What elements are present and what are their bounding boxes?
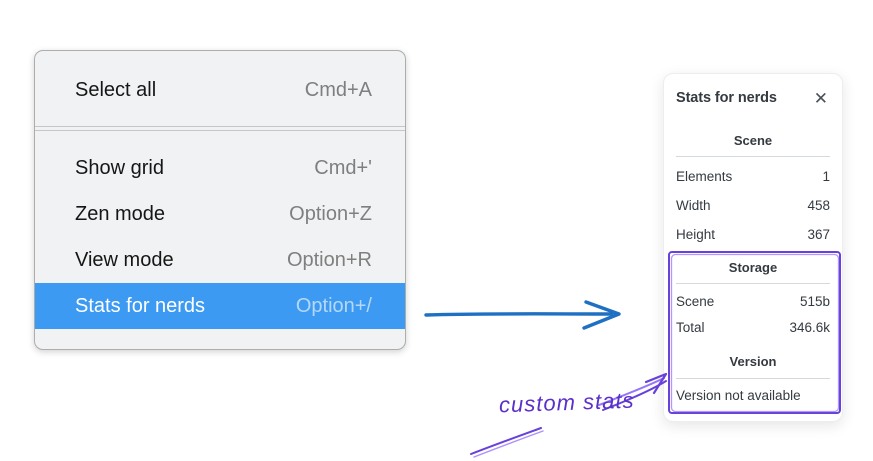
menu-item-zen-mode[interactable]: Zen mode Option+Z: [35, 191, 405, 237]
menu-item-label: Zen mode: [75, 202, 166, 225]
menu-item-shortcut: Option+R: [286, 248, 372, 271]
context-menu: Select all Cmd+A Show grid Cmd+' Zen mod…: [34, 50, 406, 350]
menu-group-bottom: Show grid Cmd+' Zen mode Option+Z View m…: [35, 131, 405, 329]
menu-item-label: Select all: [75, 78, 157, 101]
stats-panel: Stats for nerds ✕ Scene Elements 1 Width…: [663, 73, 843, 422]
menu-item-show-grid[interactable]: Show grid Cmd+': [35, 145, 405, 191]
version-note: Version not available: [676, 388, 801, 403]
menu-item-view-mode[interactable]: View mode Option+R: [35, 237, 405, 283]
stat-label: Height: [676, 227, 716, 242]
close-icon: ✕: [813, 88, 828, 108]
menu-item-shortcut: Cmd+A: [304, 78, 372, 101]
scene-rows: Elements 1 Width 458 Height 367: [676, 167, 830, 245]
menu-item-label: Stats for nerds: [75, 294, 206, 317]
custom-stats-tail-line: [470, 427, 544, 458]
stat-label: Scene: [676, 294, 715, 309]
section-heading-version: Version: [729, 354, 777, 369]
stat-row-scene-storage: Scene 515b: [676, 292, 830, 312]
section-divider: [676, 283, 830, 284]
menu-divider: [35, 126, 405, 131]
section-divider: [676, 378, 830, 379]
section-heading-scene: Scene: [733, 133, 773, 148]
stats-panel-header: Stats for nerds ✕: [676, 88, 830, 108]
section-divider: [676, 156, 830, 157]
stat-label: Total: [676, 320, 705, 335]
section-heading-storage: Storage: [728, 260, 778, 275]
menu-item-shortcut: Option+Z: [289, 202, 372, 225]
stat-value: 1: [822, 169, 830, 184]
stat-value: 346.6k: [789, 320, 830, 335]
menu-item-shortcut: Option+/: [295, 294, 372, 317]
storage-rows: Scene 515b Total 346.6k: [676, 292, 830, 338]
menu-group-top: Select all Cmd+A: [35, 51, 405, 113]
stat-row-total-storage: Total 346.6k: [676, 318, 830, 338]
menu-item-stats-for-nerds[interactable]: Stats for nerds Option+/: [35, 283, 405, 329]
stat-row-elements: Elements 1: [676, 167, 830, 187]
menu-to-panel-arrow: [424, 300, 621, 330]
stat-label: Width: [676, 198, 711, 213]
menu-item-shortcut: Cmd+': [314, 156, 372, 179]
close-button[interactable]: ✕: [812, 90, 830, 107]
menu-item-label: View mode: [75, 248, 174, 271]
stat-value: 367: [807, 227, 830, 242]
stat-label: Elements: [676, 169, 733, 184]
custom-stats-label: custom stats: [498, 387, 635, 418]
stat-row-width: Width 458: [676, 196, 830, 216]
stats-panel-title: Stats for nerds: [676, 90, 777, 106]
stat-value: 515b: [799, 294, 830, 309]
menu-item-select-all[interactable]: Select all Cmd+A: [35, 67, 405, 113]
stat-row-height: Height 367: [676, 225, 830, 245]
stat-value: 458: [807, 198, 830, 213]
menu-item-label: Show grid: [75, 156, 164, 179]
